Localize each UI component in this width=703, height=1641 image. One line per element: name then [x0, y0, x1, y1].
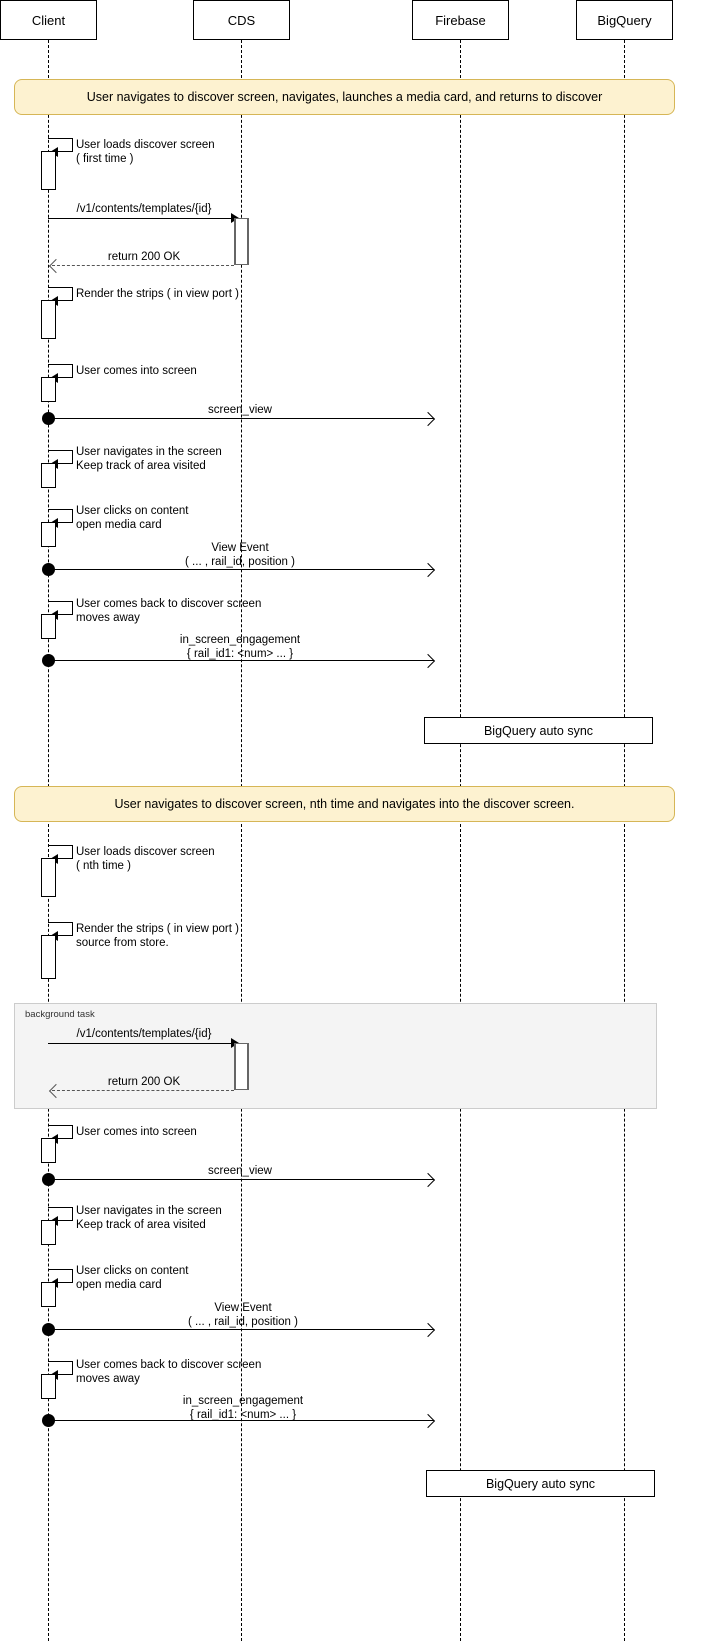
self-loop-m19	[48, 1269, 73, 1283]
activation-client-m7	[41, 463, 56, 488]
activation-client-m19	[41, 1282, 56, 1307]
self-loop-m12	[48, 845, 73, 859]
message-line-m20	[48, 1329, 434, 1330]
participant-firebase[interactable]: Firebase	[412, 0, 509, 40]
message-label-m6: screen_view	[208, 404, 272, 416]
fragment-note-1: User navigates to discover screen, navig…	[14, 79, 675, 115]
message-line-m11	[48, 660, 434, 661]
arrowhead-m6	[420, 411, 436, 427]
message-line-m17	[48, 1179, 434, 1180]
message-label-m3: return 200 OK	[107, 251, 181, 263]
self-loop-m7	[48, 450, 73, 464]
bigquery-auto-sync-box-2: BigQuery auto sync	[426, 1470, 655, 1497]
message-label-m17: screen_view	[208, 1165, 272, 1177]
bigquery-auto-sync-box-1: BigQuery auto sync	[424, 717, 653, 744]
arrowhead-m11	[420, 653, 436, 669]
activation-client-m12	[41, 858, 56, 897]
activation-cds-1	[234, 218, 249, 265]
self-loop-m18	[48, 1207, 73, 1221]
participant-bigquery[interactable]: BigQuery	[576, 0, 673, 40]
self-loop-m10	[48, 601, 73, 615]
message-line-m6	[48, 418, 434, 419]
message-label-m5: User comes into screen	[76, 365, 197, 377]
message-line-m3	[52, 265, 234, 266]
fragment-note-label: User navigates to discover screen, navig…	[86, 90, 603, 104]
participant-client[interactable]: Client	[0, 0, 97, 40]
self-loop-m5	[48, 364, 73, 378]
activation-client-m1	[41, 151, 56, 190]
activation-cds-2	[234, 1043, 249, 1090]
self-loop-m1	[48, 138, 73, 152]
participant-label: Client	[31, 12, 66, 28]
activation-client-m16	[41, 1138, 56, 1163]
message-label-m15: return 200 OK	[107, 1076, 181, 1088]
activation-client-m4	[41, 300, 56, 339]
arrowhead-m22	[420, 1413, 436, 1429]
message-line-m2	[48, 218, 233, 219]
message-label-m12: User loads discover screen( nth time )	[76, 846, 215, 872]
activation-client-m18	[41, 1220, 56, 1245]
message-label-m1: User loads discover screen( first time )	[76, 139, 215, 165]
activation-client-m5	[41, 377, 56, 402]
fragment-note-label: User navigates to discover screen, nth t…	[114, 797, 575, 811]
activation-client-m8	[41, 522, 56, 547]
participant-label: Firebase	[435, 12, 486, 28]
lifeline-bigquery	[624, 40, 625, 1641]
arrowhead-m17	[420, 1172, 436, 1188]
message-label-m20: View Event( ... , rail_id, position )	[188, 1302, 298, 1328]
message-line-m14	[48, 1043, 233, 1044]
participant-label: BigQuery	[597, 12, 652, 28]
background-task-frame	[14, 1003, 657, 1109]
message-label-m14: /v1/contents/templates/{id}	[76, 1028, 212, 1040]
fragment-note-2: User navigates to discover screen, nth t…	[14, 786, 675, 822]
bigquery-auto-sync-label: BigQuery auto sync	[483, 723, 594, 738]
self-loop-m21	[48, 1361, 73, 1375]
message-label-m2: /v1/contents/templates/{id}	[76, 203, 212, 215]
message-label-m13: Render the strips ( in view port )source…	[76, 923, 239, 949]
activation-client-m10	[41, 614, 56, 639]
self-loop-m13	[48, 922, 73, 936]
participant-cds[interactable]: CDS	[193, 0, 290, 40]
participant-label: CDS	[227, 12, 256, 28]
self-loop-m8	[48, 509, 73, 523]
message-line-m9	[48, 569, 434, 570]
activation-client-m13	[41, 935, 56, 979]
lifeline-cds	[241, 40, 242, 1641]
message-label-m9: View Event( ... , rail_id, position )	[185, 542, 295, 568]
self-loop-m16	[48, 1125, 73, 1139]
arrowhead-m9	[420, 562, 436, 578]
message-label-m22: in_screen_engagement{ rail_id1: <num> ..…	[182, 1395, 304, 1421]
arrowhead-m20	[420, 1322, 436, 1338]
message-line-m15	[52, 1090, 234, 1091]
message-label-m4: Render the strips ( in view port )	[76, 288, 239, 300]
message-line-m22	[48, 1420, 434, 1421]
bigquery-auto-sync-label: BigQuery auto sync	[485, 1476, 596, 1491]
lifeline-client	[48, 40, 49, 1641]
self-loop-m4	[48, 287, 73, 301]
arrowhead-m3	[48, 258, 64, 274]
message-label-m16: User comes into screen	[76, 1126, 197, 1138]
background-task-frame-label: background task	[25, 1009, 95, 1020]
message-label-m11: in_screen_engagement{ rail_id1: <num> ..…	[179, 634, 301, 660]
lifeline-firebase	[460, 40, 461, 1641]
activation-client-m21	[41, 1374, 56, 1399]
